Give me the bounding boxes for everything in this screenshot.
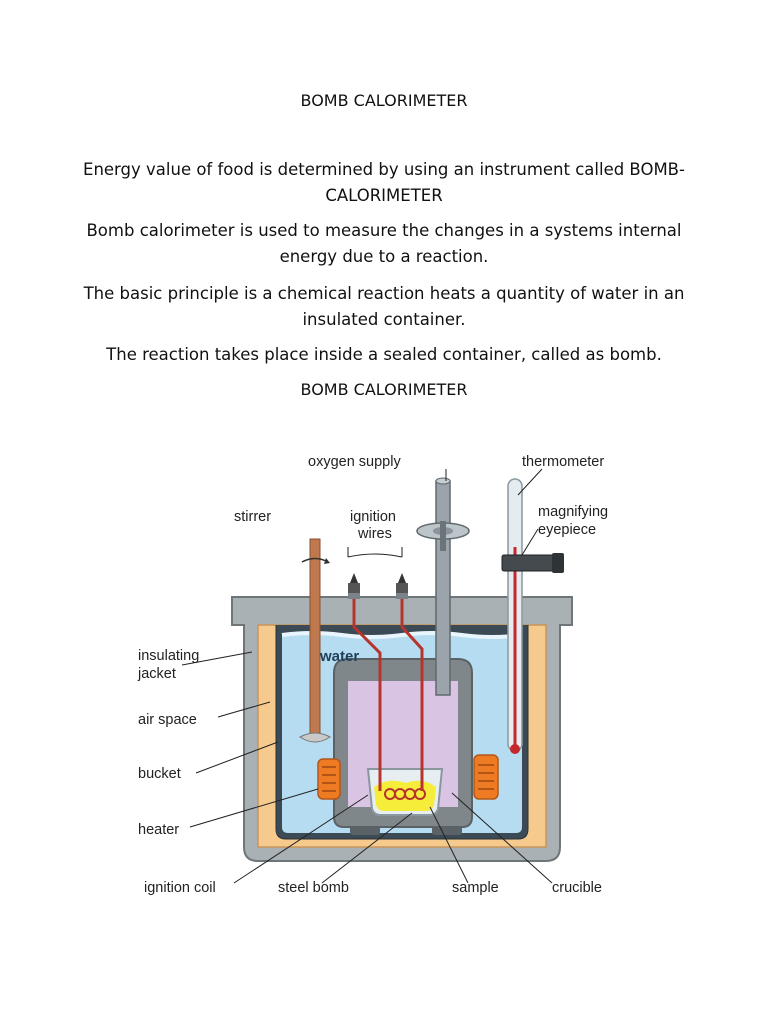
label-oxygen-supply: oxygen supply (308, 454, 401, 470)
ignition-wires-shape (352, 587, 424, 791)
oxygen-supply-pipe (416, 477, 470, 696)
label-crucible: crucible (552, 880, 602, 896)
ignition-coil-shape (384, 788, 426, 800)
label-magnifying-eyepiece-line1: magnifying (538, 504, 608, 520)
label-magnifying-eyepiece-line2: eyepiece (538, 522, 596, 538)
figure-caption: BOMB CALORIMETER (300, 380, 468, 399)
label-insulating-jacket-line2: jacket (137, 666, 176, 682)
label-water: water (319, 648, 359, 665)
water-surface (281, 631, 523, 639)
paragraph-internal-energy: Bomb calorimeter is used to measure the … (86, 221, 682, 266)
heater-left-shape (317, 758, 341, 800)
label-ignition-wires-line1: ignition (350, 509, 396, 525)
paragraph-sealed-bomb: The reaction takes place inside a sealed… (106, 345, 662, 364)
label-thermometer: thermometer (522, 454, 604, 470)
label-stirrer: stirrer (234, 509, 271, 525)
label-steel-bomb: steel bomb (278, 880, 349, 896)
stirrer-shape (299, 538, 331, 743)
label-heater: heater (138, 822, 179, 838)
label-sample: sample (452, 880, 499, 896)
paragraph-basic-principle: The basic principle is a chemical reacti… (83, 284, 685, 329)
paragraph-energy-value: Energy value of food is determined by us… (83, 160, 685, 205)
label-air-space: air space (138, 712, 197, 728)
leader-lines (181, 468, 553, 884)
magnifying-eyepiece-shape (501, 553, 564, 573)
document-title: BOMB CALORIMETER (300, 91, 468, 110)
heater-right-shape (473, 754, 499, 800)
bomb-calorimeter-diagram: oxygen supply thermometer stirrer igniti… (122, 437, 636, 909)
label-ignition-coil: ignition coil (144, 880, 216, 896)
label-insulating-jacket-line1: insulating (138, 648, 199, 664)
thermometer-shape (507, 478, 523, 754)
label-bucket: bucket (138, 766, 181, 782)
wire-terminals (348, 573, 408, 599)
label-ignition-wires-line2: wires (357, 526, 392, 542)
